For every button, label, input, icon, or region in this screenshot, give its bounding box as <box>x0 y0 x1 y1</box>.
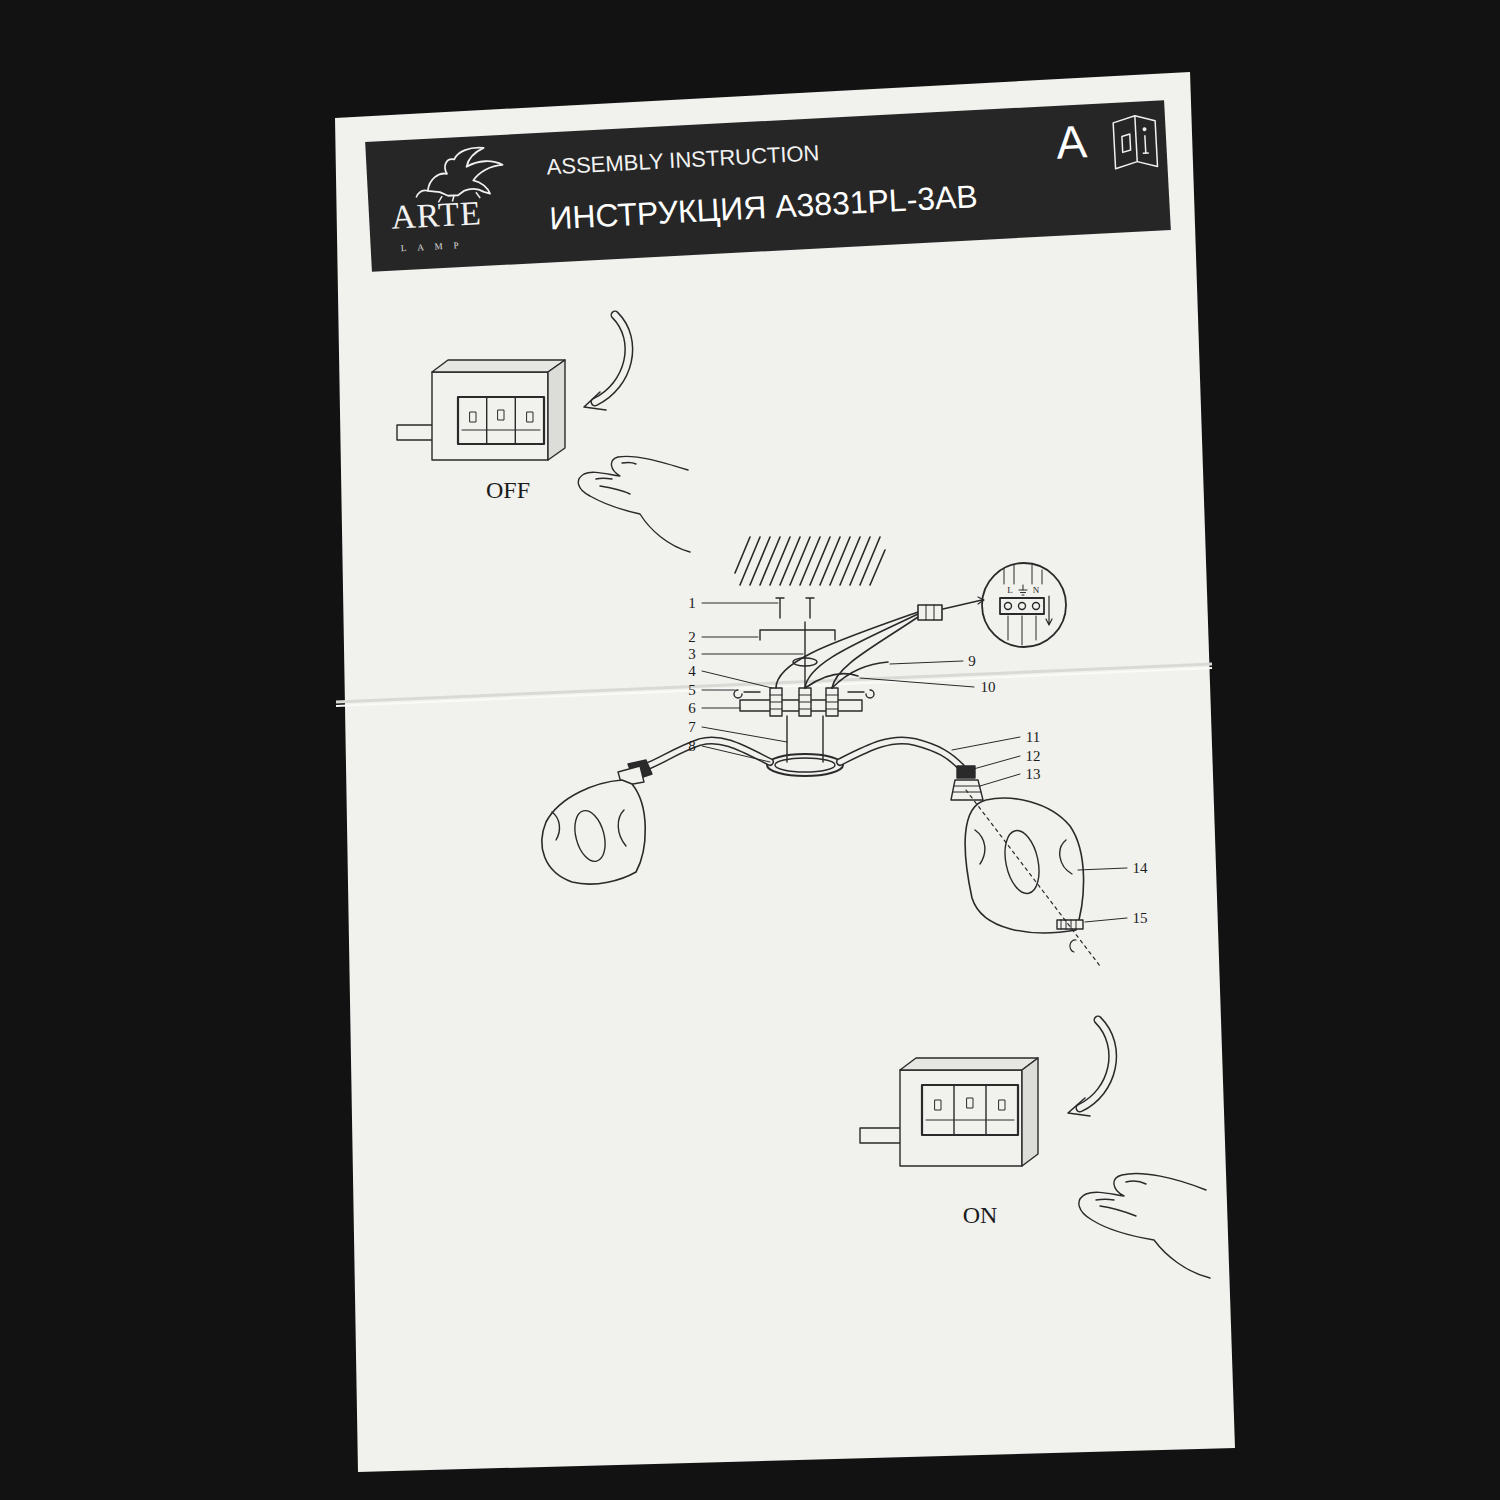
callout-number: 8 <box>688 739 696 754</box>
switch-state: OFF <box>486 478 530 502</box>
callout-number: 7 <box>688 720 696 735</box>
callout-number: 6 <box>688 701 696 716</box>
callout-number: 5 <box>688 683 696 698</box>
callout-number: 10 <box>981 680 996 695</box>
manual-icon <box>1142 135 1149 153</box>
callout-number: 2 <box>688 630 696 645</box>
manual-icon <box>1135 116 1137 162</box>
terminal-name: L <box>1007 586 1013 595</box>
terminal-name: N <box>1033 586 1040 595</box>
terminal-detail <box>982 563 1066 647</box>
callout-number: 9 <box>968 654 976 669</box>
callout-number: 3 <box>688 647 696 662</box>
brand-name: ARTE <box>390 196 482 235</box>
lamp-socket <box>618 760 983 800</box>
heading: ASSEMBLY INSTRUCTION <box>546 142 820 178</box>
glass-shade <box>542 780 1084 933</box>
ceiling-mount <box>734 598 874 776</box>
callout-number: 11 <box>1026 730 1040 745</box>
paper-sheet <box>335 72 1235 1472</box>
callout-number: 14 <box>1133 861 1148 876</box>
axis-line <box>966 790 1100 966</box>
callout-number: 1 <box>688 596 696 611</box>
callout-number: 12 <box>1026 749 1041 764</box>
callout-number: 4 <box>688 664 696 679</box>
switch-box-on <box>860 1058 1038 1166</box>
hand-sketch <box>1079 1173 1210 1278</box>
curved-arrow <box>1068 1020 1113 1116</box>
switch-state: ON <box>963 1203 998 1227</box>
header-band: ARTE LAMP ASSEMBLY INSTRUCTIONИНСТРУКЦИЯ A… <box>365 100 1171 272</box>
supply-wires <box>776 597 984 688</box>
callout-number: 13 <box>1026 767 1041 782</box>
section-letter: A <box>1055 118 1088 166</box>
griffin-logo <box>426 146 504 196</box>
logo-and-icon <box>365 100 1171 272</box>
callout-number: 15 <box>1133 911 1148 926</box>
ceiling-hatch <box>735 537 885 585</box>
switch-box-off <box>397 360 565 460</box>
curved-arrow <box>584 315 629 410</box>
manual-icon <box>1142 127 1146 131</box>
model-title: ИНСТРУКЦИЯ A3831PL-3AB <box>549 180 979 234</box>
brand-subtitle: LAMP <box>401 241 470 254</box>
manual-icon <box>1122 134 1131 152</box>
hand-sketch <box>578 456 690 552</box>
manual-icon <box>1113 115 1158 169</box>
leader-lines <box>702 603 1127 922</box>
shade-cap <box>1057 920 1083 952</box>
